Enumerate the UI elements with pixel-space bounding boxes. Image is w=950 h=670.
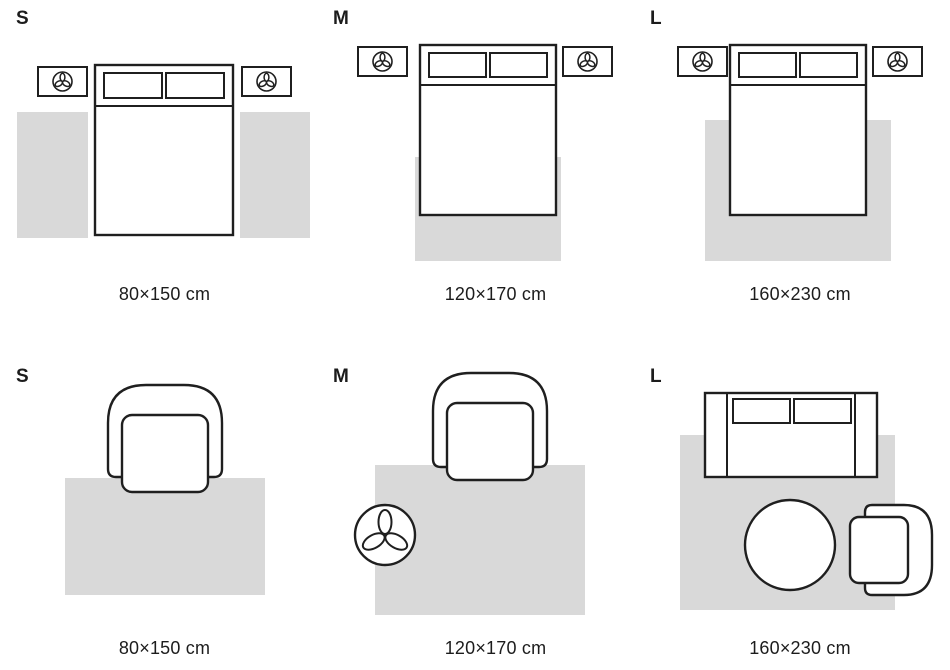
bed <box>93 63 235 237</box>
armchair-seat <box>445 401 535 482</box>
nightstand-right <box>562 46 613 77</box>
panel-bedroom-m: M 120×170 cm <box>317 0 634 335</box>
back-cushion <box>732 398 791 424</box>
plant-icon <box>577 51 598 72</box>
pillow <box>103 72 163 99</box>
living-m-diagram <box>353 371 585 615</box>
size-caption: 120×170 cm <box>444 638 547 658</box>
pillow <box>489 52 548 78</box>
pillow <box>428 52 487 78</box>
size-label: S <box>16 366 29 387</box>
plant-icon <box>692 51 713 72</box>
nightstand-right <box>872 46 923 77</box>
size-label: M <box>333 366 350 387</box>
plant-icon <box>52 71 73 92</box>
armchair <box>848 503 934 597</box>
size-caption: 160×230 cm <box>749 638 851 658</box>
coffee-table <box>743 498 837 592</box>
panel-living-l: L 160×230 cm <box>634 330 950 670</box>
nightstand-left <box>37 66 88 97</box>
panel-living-s: S 80×150 cm <box>0 330 317 670</box>
size-label: S <box>16 8 29 29</box>
living-l-diagram <box>680 391 934 610</box>
pillow <box>799 52 858 78</box>
bed <box>418 43 558 217</box>
runner-rug-left <box>17 112 88 238</box>
size-label: L <box>650 8 662 29</box>
armchair-seat <box>120 413 210 494</box>
sofa <box>703 391 879 479</box>
panel-bedroom-s: S 80×150 cm <box>0 0 317 335</box>
floor-plant <box>353 503 417 567</box>
nightstand-left <box>677 46 728 77</box>
armchair-seat <box>848 515 910 585</box>
bedroom-s-diagram <box>17 63 310 238</box>
plant-icon <box>887 51 908 72</box>
armchair <box>431 371 549 482</box>
bed <box>728 43 868 217</box>
nightstand-left <box>357 46 408 77</box>
panel-bedroom-l: L 160×230 cm <box>634 0 950 335</box>
plant-icon <box>372 51 393 72</box>
back-cushion <box>793 398 852 424</box>
size-label: L <box>650 366 662 387</box>
living-s-diagram <box>65 383 265 595</box>
pillow <box>165 72 225 99</box>
size-caption: 120×170 cm <box>444 284 547 304</box>
size-caption: 80×150 cm <box>118 284 211 304</box>
size-label: M <box>333 8 350 29</box>
pillow <box>738 52 797 78</box>
bedroom-l-diagram <box>677 43 923 261</box>
rug <box>65 478 265 595</box>
armchair <box>106 383 224 494</box>
nightstand-right <box>241 66 292 97</box>
bedroom-m-diagram <box>357 43 613 261</box>
plant-icon <box>256 71 277 92</box>
size-caption: 160×230 cm <box>749 284 851 304</box>
runner-rug-right <box>240 112 310 238</box>
size-caption: 80×150 cm <box>118 638 211 658</box>
plant-icon <box>361 509 409 551</box>
panel-living-m: M 120×170 cm <box>317 330 634 670</box>
